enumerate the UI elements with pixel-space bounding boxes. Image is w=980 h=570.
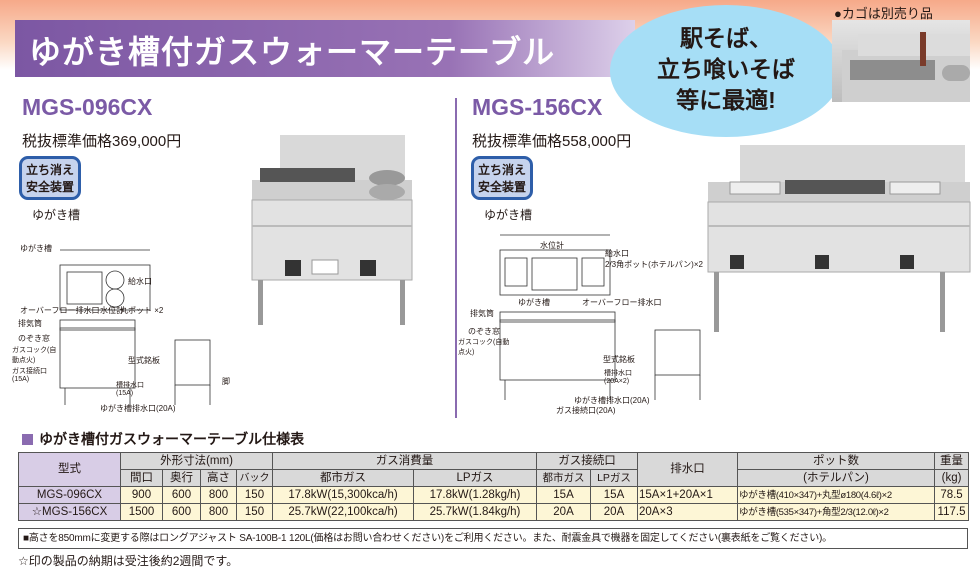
th-conn-lp: LPガス	[590, 469, 639, 487]
diagram-label: ガス接続口(20A)	[556, 406, 616, 415]
price: 税抜標準価格558,000円	[472, 133, 632, 150]
basket-photo	[832, 20, 970, 102]
diagram-label: 排気筒	[470, 309, 494, 318]
diagram-label: ガスコック(自動点火)	[458, 339, 510, 356]
dimension-diagram	[59, 249, 211, 405]
th-pots2: (ホテルパン)	[737, 469, 936, 487]
cell: 15A×1+20A×1	[637, 486, 739, 504]
spec-title: ゆがき槽付ガスウォーマーテーブル仕様表	[39, 431, 305, 447]
th-conn: ガス接続口	[536, 452, 639, 470]
diagram-label: 脚	[222, 377, 230, 386]
dimension-diagram	[499, 234, 701, 400]
table-row: MGS-096CX 900 600 800 150 17.8kW(15,300k…	[18, 486, 970, 504]
cell: 25.7kW(1.84kg/h)	[413, 503, 538, 521]
th-height: 高さ	[200, 469, 237, 487]
cell: 117.5	[934, 503, 970, 521]
th-pots: ポット数	[737, 452, 936, 470]
model-name: MGS-096CX	[22, 94, 153, 120]
price: 税抜標準価格369,000円	[22, 133, 182, 150]
spec-note: ■高さを850mmに変更する際はロングアジャスト SA-100B-1 120L(…	[18, 528, 968, 549]
th-lp: LPガス	[413, 469, 538, 487]
diagram-label: 給水口	[128, 277, 152, 286]
bubble-line: 駅そば、	[680, 25, 772, 51]
cell: 78.5	[934, 486, 970, 504]
diagram-label: 水位計	[540, 241, 564, 250]
product-image	[251, 135, 413, 325]
cell-model: MGS-096CX	[18, 486, 121, 504]
product-image	[707, 145, 971, 332]
model-name: MGS-156CX	[472, 94, 603, 120]
th-city: 都市ガス	[272, 469, 415, 487]
diagram-label: オーバーフロー排水口	[20, 306, 100, 315]
diagram-label: 型式銘板	[603, 355, 635, 364]
cell: 150	[235, 486, 274, 504]
spec-table: 型式 外形寸法(mm) ガス消費量 ガス接続口 排水口 ポット数 重量 間口 奥…	[18, 452, 970, 521]
cell: 1500	[120, 503, 163, 521]
safety-badge: 立ち消え安全装置	[471, 156, 533, 200]
feature-label: ゆがき槽	[32, 208, 81, 222]
cell: 17.8kW(15,300kca/h)	[272, 486, 415, 504]
cell: 20A	[590, 503, 639, 521]
cell: 20A×3	[637, 503, 739, 521]
badge-line: 安全装置	[25, 180, 74, 194]
basket-note: ●カゴは別売り品	[834, 6, 933, 21]
cell: 900	[120, 486, 163, 504]
diagram-label: ゆがき槽	[518, 298, 550, 307]
diagram-label: のぞき窓	[18, 334, 50, 343]
cell: 600	[162, 503, 201, 521]
diagram-label: ガスコック(自動点火)	[12, 347, 57, 364]
diagram-label: ゆがき槽排水口(20A)	[574, 396, 650, 405]
diagram-label: ガス接続口(15A)	[12, 368, 47, 383]
th-dims: 外形寸法(mm)	[119, 452, 274, 470]
cell-model: ☆MGS-156CX	[18, 503, 121, 521]
diagram-label: ゆがき槽排水口(20A)	[100, 404, 176, 413]
feature-label: ゆがき槽	[484, 208, 533, 222]
square-bullet-icon	[22, 433, 33, 445]
diagram-label: 丸ポット ×2	[120, 306, 164, 315]
cell: 15A	[590, 486, 639, 504]
diagram-label: 槽排水口(20A×2)	[604, 370, 632, 385]
safety-badge: 立ち消え安全装置	[19, 156, 81, 200]
diagram-label: 排気筒	[18, 319, 42, 328]
cell: 20A	[536, 503, 592, 521]
cell: ゆがき槽(535×347)+角型2/3(12.0ℓ)×2	[737, 503, 936, 521]
table-row: ☆MGS-156CX 1500 600 800 150 25.7kW(22,10…	[18, 503, 970, 521]
bubble-line: 等に最適!	[676, 87, 776, 113]
diagram-label: ゆがき槽	[20, 244, 52, 253]
diagram-label: 2/3角ポット(ホテルパン)×2	[605, 260, 703, 269]
badge-line: 立ち消え	[25, 163, 74, 177]
th-back: バック	[235, 469, 274, 487]
th-model: 型式	[18, 452, 121, 487]
th-depth: 奥行	[162, 469, 201, 487]
th-gas: ガス消費量	[272, 452, 538, 470]
th-weight: 重量	[934, 452, 970, 470]
diagram-label: 水位計	[100, 306, 124, 315]
badge-line: 立ち消え	[477, 163, 526, 177]
spec-section-heading: ゆがき槽付ガスウォーマーテーブル仕様表	[22, 429, 304, 449]
th-weight2: (kg)	[934, 469, 970, 487]
cell: 150	[235, 503, 274, 521]
page-title: ゆがき槽付ガスウォーマーテーブル	[15, 20, 635, 77]
footnote: ☆印の製品の納期は受注後約2週間です。	[18, 554, 239, 568]
cell: 800	[200, 486, 237, 504]
cell: 15A	[536, 486, 592, 504]
diagram-label: のぞき窓	[468, 327, 500, 336]
bubble-line: 立ち喰いそば	[657, 56, 795, 82]
th-width: 間口	[120, 469, 163, 487]
cell: 25.7kW(22,100kca/h)	[272, 503, 415, 521]
badge-line: 安全装置	[477, 180, 526, 194]
diagram-label: オーバーフロー排水口	[582, 298, 662, 307]
diagram-label: 型式銘板	[128, 356, 160, 365]
promo-bubble: 駅そば、 立ち喰いそば 等に最適!	[610, 5, 842, 137]
diagram-label: 槽排水口(15A)	[116, 382, 144, 397]
cell: ゆがき槽(410×347)+丸型ø180(4.6ℓ)×2	[737, 486, 936, 504]
diagram-label: 給水口	[605, 249, 629, 258]
cell: 17.8kW(1.28kg/h)	[413, 486, 538, 504]
cell: 800	[200, 503, 237, 521]
th-drain: 排水口	[637, 452, 739, 487]
column-divider	[455, 98, 457, 418]
cell: 600	[162, 486, 201, 504]
th-conn-city: 都市ガス	[536, 469, 592, 487]
